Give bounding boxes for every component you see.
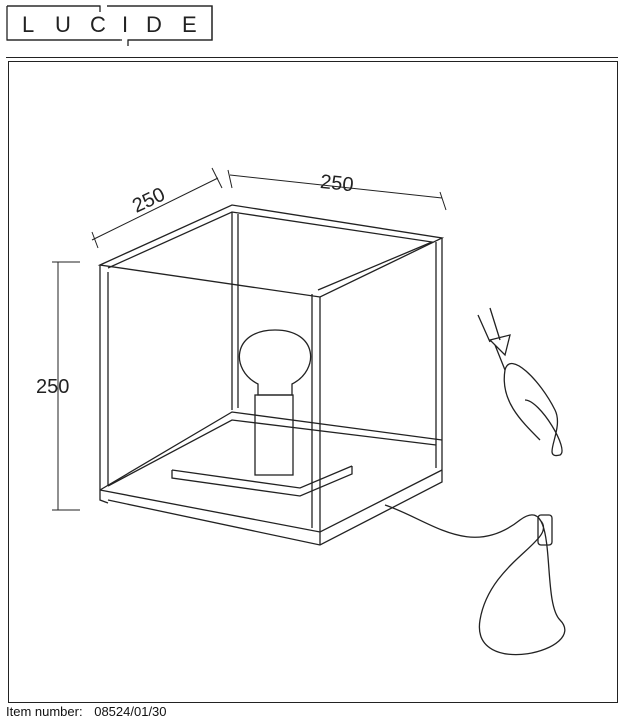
bulb: [238, 329, 312, 476]
cord: [384, 307, 566, 656]
dimension-lines: [52, 167, 447, 511]
svg-text:E: E: [182, 12, 197, 37]
svg-text:C: C: [90, 12, 106, 37]
svg-text:L: L: [22, 12, 34, 37]
svg-text:D: D: [146, 12, 162, 37]
header-rule: [6, 57, 618, 58]
cube-frame: [97, 204, 445, 546]
width-dimension: 250: [319, 171, 354, 196]
item-number: Item number: 08524/01/30: [6, 704, 175, 719]
svg-text:U: U: [55, 12, 71, 37]
item-number-value: 08524/01/30: [94, 704, 167, 719]
drawing-frame: [8, 61, 618, 703]
svg-text:I: I: [122, 12, 128, 37]
depth-dimension: 250: [129, 184, 169, 218]
height-dimension: 250: [36, 376, 69, 398]
item-number-label: Item number:: [6, 704, 83, 719]
